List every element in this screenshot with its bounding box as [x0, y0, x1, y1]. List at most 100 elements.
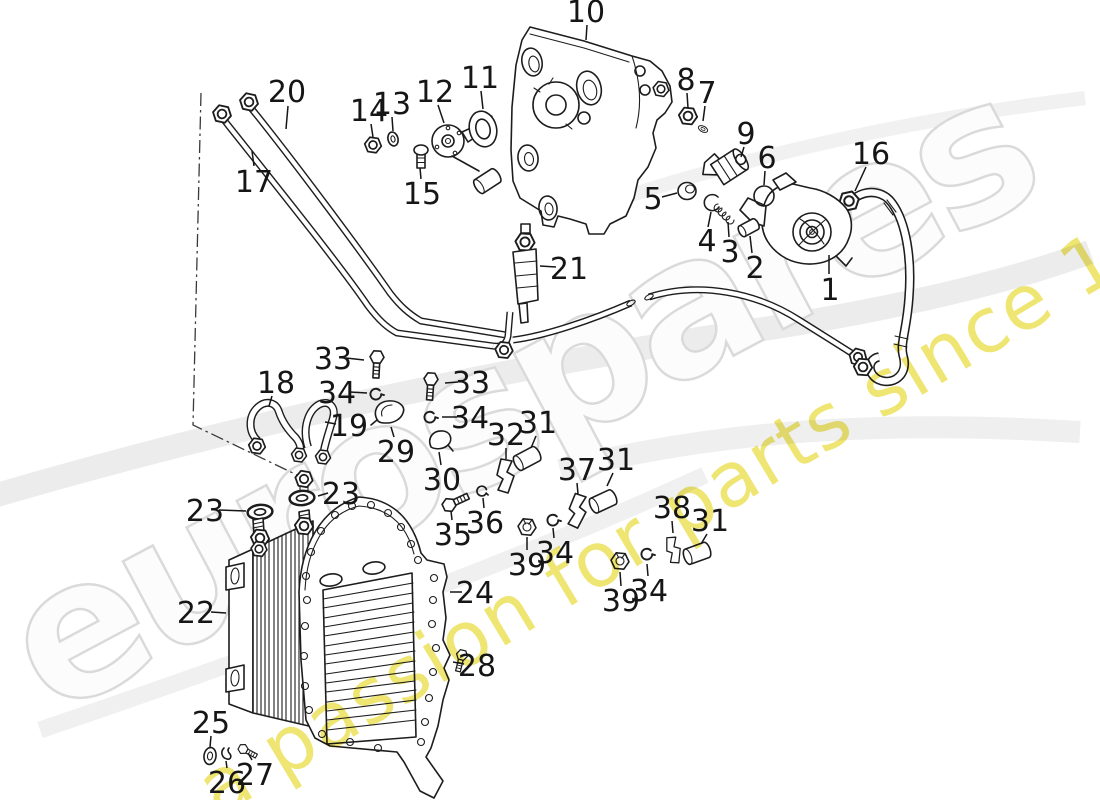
clip-26-icon: [221, 747, 232, 760]
leader-line-12: [437, 104, 445, 124]
small-hardware: [368, 349, 714, 674]
diagram-art: [203, 26, 915, 799]
leader-line-39: [619, 571, 622, 587]
leader-line-7: [702, 105, 706, 122]
leader-line-20: [285, 105, 289, 130]
leader-line-15: [419, 167, 422, 180]
pipe-elbow-and-stub: [492, 311, 515, 360]
o-ring-6-icon: [753, 185, 775, 207]
part-label-15: 15: [403, 177, 441, 212]
leader-line-29: [390, 426, 395, 438]
oil-hose-21: [512, 223, 539, 324]
oil-hose-16: [836, 187, 915, 387]
oil-pipe-17: [221, 117, 494, 350]
part-label-36: 36: [466, 506, 504, 541]
part-label-7: 7: [697, 76, 716, 111]
part-label-9: 9: [736, 117, 755, 152]
part-label-28: 28: [458, 649, 496, 684]
leader-line-37: [576, 482, 579, 495]
flange-11-icon: [468, 110, 498, 148]
leader-line-3: [727, 221, 730, 238]
leader-line-38: [671, 520, 674, 534]
leader-line-33: [345, 357, 365, 361]
part-label-23: 23: [186, 494, 224, 529]
leader-line-5: [661, 192, 678, 198]
leader-line-34: [646, 563, 649, 577]
nut-14-icon: [362, 135, 384, 155]
leader-line-23: [218, 509, 247, 512]
cooler-hoses-18-19: [246, 398, 338, 521]
part-label-37: 37: [558, 453, 596, 488]
relief-valve-parts: [677, 106, 775, 238]
clamp-30-icon: [428, 430, 454, 452]
construction-lines: [192, 92, 298, 476]
part-label-34: 34: [630, 574, 668, 609]
oil-cooler-22: [225, 509, 315, 728]
leader-line-22: [210, 611, 227, 614]
pipe-union-nut-icon: [210, 103, 234, 125]
watermark-swoosh-icon: [597, 91, 1086, 212]
part-label-31: 31: [519, 406, 557, 441]
part-label-24: 24: [456, 576, 494, 611]
pipe-union-nut-icon: [237, 91, 261, 113]
part-label-32: 32: [487, 418, 525, 453]
seal-ring-23-icon: [246, 503, 274, 521]
leader-line-34: [552, 527, 555, 539]
oil-line-to-pump: [512, 286, 870, 368]
leader-line-23: [317, 492, 329, 497]
leader-line-35: [450, 510, 453, 521]
part-label-27: 27: [236, 758, 274, 793]
part-label-5: 5: [643, 182, 662, 217]
leader-line-34: [349, 391, 368, 394]
part-label-13: 13: [373, 87, 411, 122]
leader-line-25: [209, 735, 212, 748]
pump-housing-10: [510, 26, 673, 235]
leader-line-18: [268, 395, 273, 407]
part-label-26: 26: [208, 766, 246, 800]
leader-line-27: [247, 752, 253, 761]
leader-line-10: [585, 24, 588, 41]
part-label-34: 34: [536, 536, 574, 571]
part-label-3: 3: [720, 235, 739, 270]
part-label-2: 2: [745, 251, 764, 286]
oil-pipe-20: [210, 91, 507, 339]
part-label-30: 30: [423, 463, 461, 498]
washer-13-icon: [387, 131, 399, 147]
leader-line-36: [482, 497, 485, 509]
part-label-39: 39: [508, 548, 546, 583]
part-label-17: 17: [235, 165, 273, 200]
part-label-16: 16: [852, 137, 890, 172]
leader-line-31: [530, 435, 537, 449]
seal-ring-23-icon: [288, 489, 316, 507]
part-label-39: 39: [602, 584, 640, 619]
part-label-29: 29: [377, 435, 415, 470]
part-label-38: 38: [653, 491, 691, 526]
part-label-10: 10: [567, 0, 605, 30]
leader-line-8: [686, 92, 689, 109]
washer-7-icon: [696, 123, 710, 135]
leader-line-11: [480, 90, 484, 110]
leader-line-9: [740, 146, 745, 158]
leader-line-16: [854, 166, 867, 192]
part-label-20: 20: [268, 75, 306, 110]
part-label-33: 33: [314, 342, 352, 377]
watermark-swoosh-icon: [0, 240, 1095, 507]
leader-line-28: [452, 661, 465, 665]
leader-line-26: [225, 760, 228, 769]
leader-line-33: [444, 381, 459, 384]
part-label-31: 31: [597, 443, 635, 478]
thermostat-9: [702, 148, 750, 186]
leader-line-19: [324, 421, 337, 425]
cover-plate-24: [298, 496, 451, 799]
leader-line-6: [763, 170, 766, 186]
part-label-22: 22: [177, 596, 215, 631]
part-label-14: 14: [350, 94, 388, 129]
leader-line-31: [606, 472, 614, 487]
clamp-29-icon: [370, 400, 405, 426]
leader-line-31: [700, 533, 708, 545]
part-label-35: 35: [434, 518, 472, 553]
part-label-21: 21: [550, 252, 588, 287]
leader-line-13: [391, 116, 394, 132]
